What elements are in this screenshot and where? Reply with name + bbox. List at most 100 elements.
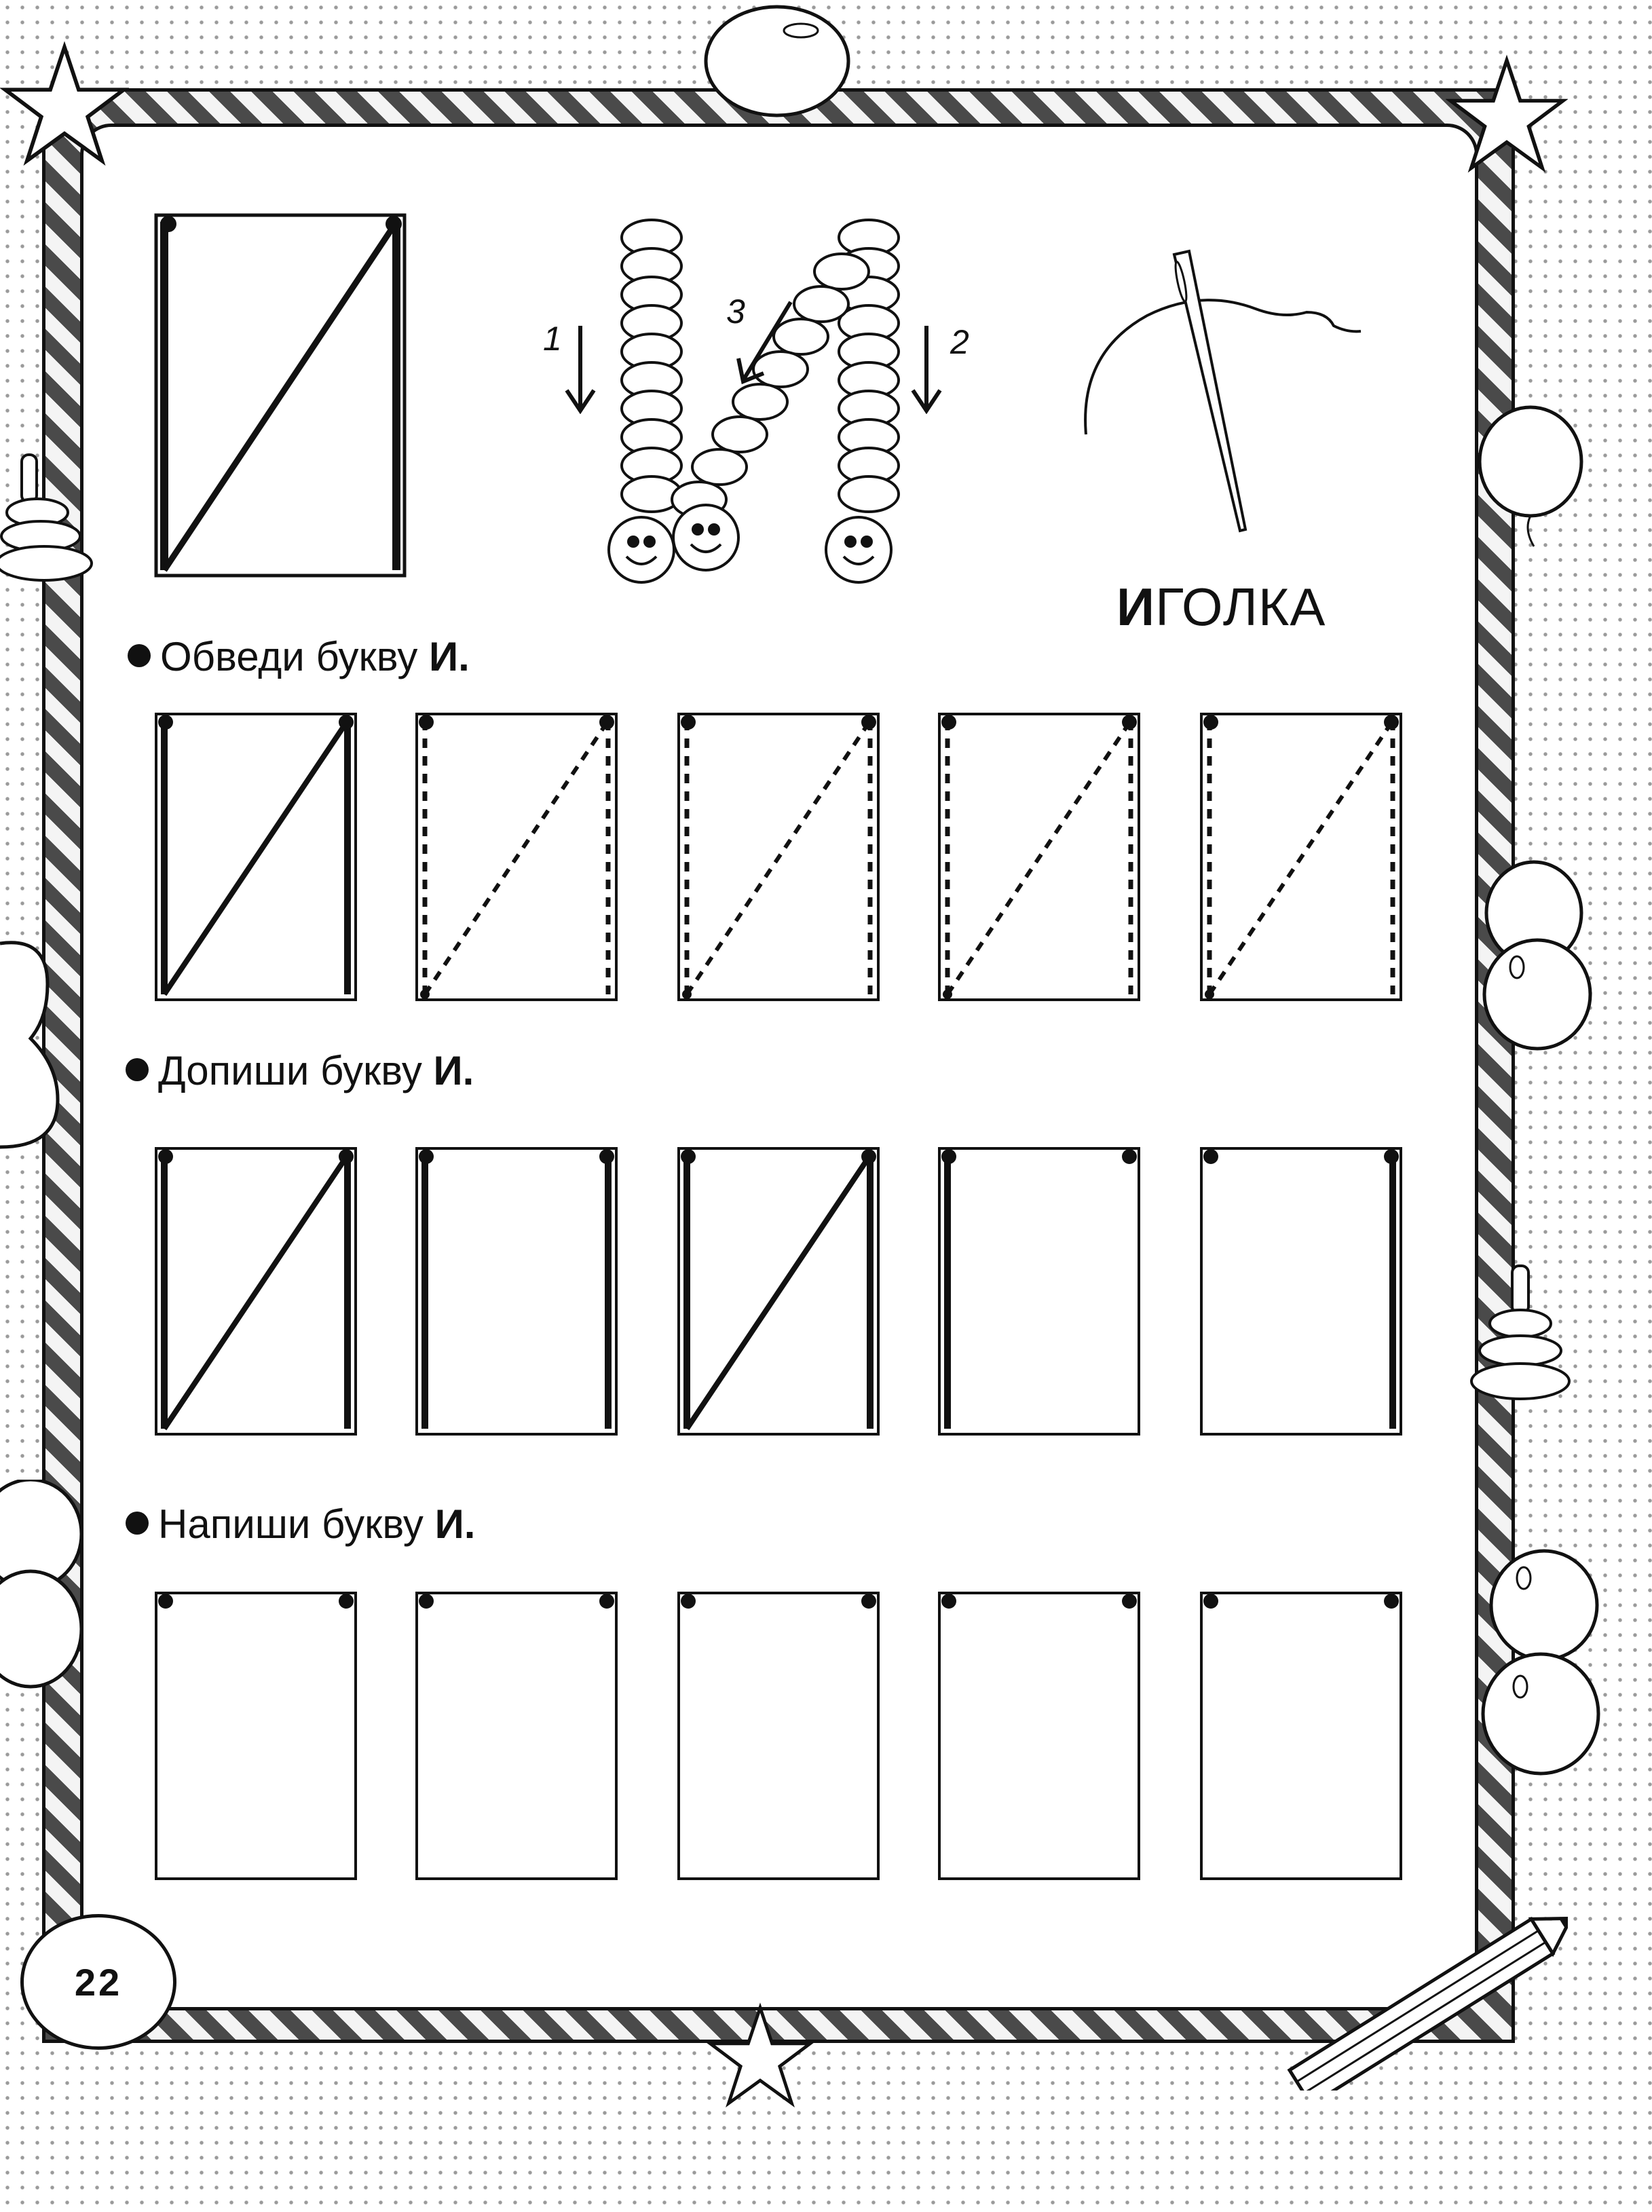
arrow-down-icon <box>911 326 942 414</box>
start-dot <box>419 715 434 730</box>
trace-row-cell[interactable] <box>677 713 880 1001</box>
start-dot <box>339 715 354 730</box>
complete-row-cell[interactable] <box>1200 1147 1402 1436</box>
diagonal-stroke <box>945 719 1133 996</box>
write-row-cell[interactable] <box>1200 1592 1402 1880</box>
start-dot <box>419 1149 434 1164</box>
balloon-icon <box>1489 1549 1599 1662</box>
letter-box <box>155 1592 357 1880</box>
caterpillar-segment <box>772 318 829 356</box>
start-dot <box>158 715 173 730</box>
letter-box <box>415 1147 618 1436</box>
start-dot <box>1384 715 1399 730</box>
write-row-cell[interactable] <box>938 1592 1140 1880</box>
start-dot <box>1122 1594 1137 1609</box>
balloon-icon <box>704 5 850 117</box>
diagonal-stroke <box>162 719 350 996</box>
bullet-icon <box>126 1058 149 1082</box>
arrow-diagonal-icon <box>736 301 793 385</box>
letter-box <box>415 1592 618 1880</box>
start-dot <box>339 1149 354 1164</box>
start-dot <box>599 1149 614 1164</box>
instruction-trace: Обведи букву И. <box>128 637 470 677</box>
complete-row-cell[interactable] <box>938 1147 1140 1436</box>
diagonal-stroke <box>684 1153 873 1431</box>
start-dot <box>941 1594 956 1609</box>
letter-box <box>938 1592 1140 1880</box>
start-dot <box>420 990 430 999</box>
start-dot <box>158 1149 173 1164</box>
caterpillar-segment <box>838 475 900 513</box>
pyramid-toy-icon <box>1470 1264 1571 1400</box>
caterpillar-face <box>672 504 740 571</box>
pyramid-toy-icon <box>0 453 93 582</box>
instruction-text: Напиши букву <box>158 1501 435 1547</box>
write-row-cell[interactable] <box>155 1592 357 1880</box>
stroke-arrow-1: 1 <box>543 319 604 414</box>
start-dot <box>1384 1594 1399 1609</box>
start-dot <box>1205 990 1214 999</box>
complete-row-cell[interactable] <box>677 1147 880 1436</box>
instruction-letter: И. <box>433 1048 474 1093</box>
start-dot <box>1122 715 1137 730</box>
stroke-arrow-3: 3 <box>719 292 801 387</box>
bullet-icon <box>126 1512 149 1535</box>
star-icon <box>706 2002 814 2108</box>
instruction-letter: И. <box>434 1501 476 1547</box>
write-row-cell[interactable] <box>415 1592 618 1880</box>
instruction-letter: И. <box>429 634 470 679</box>
start-dot <box>681 1594 696 1609</box>
start-dot <box>419 1594 434 1609</box>
balloon-icon <box>0 941 60 1149</box>
caterpillar-segment <box>691 448 748 486</box>
stroke-number-2: 2 <box>950 323 969 361</box>
instruction-text: Допиши букву <box>158 1048 434 1093</box>
start-dot <box>1384 1149 1399 1164</box>
pencil-icon <box>1287 1916 1568 2091</box>
start-dot <box>941 715 956 730</box>
trace-row-cell[interactable] <box>155 713 357 1001</box>
start-dot <box>681 1149 696 1164</box>
star-icon <box>0 41 129 166</box>
stroke-arrow-2: 2 <box>909 322 984 417</box>
diagonal-stroke <box>1207 719 1395 996</box>
diagonal-stroke <box>162 1153 350 1431</box>
write-row-cell[interactable] <box>677 1592 880 1880</box>
letter-box <box>1200 1147 1402 1436</box>
letter-box <box>1200 1592 1402 1880</box>
complete-row-cell[interactable] <box>155 1147 357 1436</box>
stroke-number-1: 1 <box>543 320 562 358</box>
balloon-icon <box>1482 938 1592 1051</box>
caterpillar-segment <box>732 383 789 421</box>
start-dot <box>339 1594 354 1609</box>
caterpillar-segment <box>752 350 809 388</box>
diagonal-stroke <box>423 719 610 996</box>
start-dot <box>681 715 696 730</box>
caterpillar-face <box>825 516 893 584</box>
caterpillar-segment <box>813 252 870 290</box>
bullet-icon <box>128 644 151 668</box>
star-icon <box>1446 54 1568 173</box>
trace-row-cell[interactable] <box>938 713 1140 1001</box>
start-dot <box>599 715 614 730</box>
needle-icon <box>1084 249 1362 533</box>
balloon-icon <box>1481 1652 1600 1776</box>
trace-row-cell[interactable] <box>1200 713 1402 1001</box>
caterpillar-segment <box>793 285 850 323</box>
balloon-icon <box>1478 405 1583 547</box>
stroke-number-3: 3 <box>726 293 745 331</box>
word-first-letter: И <box>1116 577 1156 637</box>
start-dot <box>599 1594 614 1609</box>
start-dot <box>861 715 876 730</box>
complete-row-cell[interactable] <box>415 1147 618 1436</box>
start-dot <box>941 1149 956 1164</box>
trace-row-cell[interactable] <box>415 713 618 1001</box>
instruction-write: Напиши букву И. <box>126 1504 475 1545</box>
start-dot <box>1203 1149 1218 1164</box>
letter-model-box <box>154 213 407 578</box>
start-dot <box>861 1594 876 1609</box>
diagonal-stroke <box>685 719 872 996</box>
example-word: ИГОЛКА <box>1116 580 1326 633</box>
start-dot <box>682 990 692 999</box>
instruction-text: Обведи букву <box>160 634 430 679</box>
